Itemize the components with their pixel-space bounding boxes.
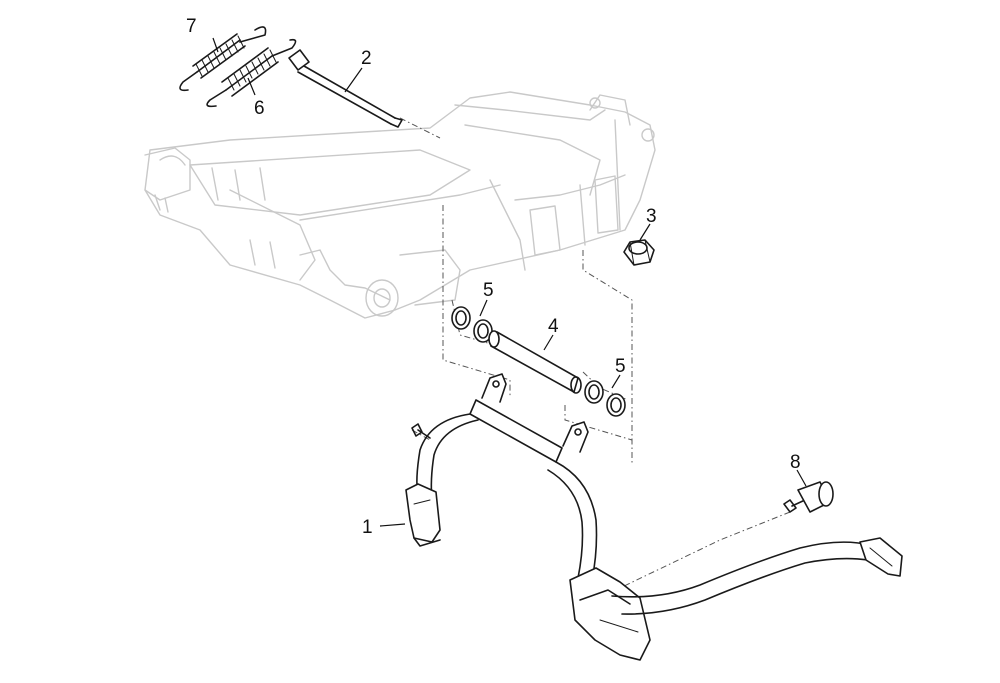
callout-4: 4 (548, 316, 559, 337)
callout-3: 3 (646, 206, 657, 227)
callout-5-left: 5 (483, 280, 494, 301)
callout-8: 8 (790, 452, 801, 473)
callout-2: 2 (361, 48, 372, 69)
callout-5-right: 5 (615, 356, 626, 377)
callout-1: 1 (362, 517, 373, 538)
callout-labels: 7 6 2 3 5 4 5 1 8 (186, 16, 801, 538)
washers-left (451, 306, 493, 343)
center-stand (405, 373, 903, 661)
engine-swingarm-frame (144, 91, 656, 319)
nut (623, 239, 655, 266)
washers-right (584, 380, 626, 417)
spring-upper (179, 26, 267, 92)
spacer-tube (488, 330, 582, 394)
callout-7: 7 (186, 16, 197, 37)
callout-6: 6 (254, 98, 265, 119)
long-bolt (288, 49, 403, 128)
leader-lines (212, 37, 807, 527)
spring-lower (206, 38, 297, 108)
rubber-stopper (783, 481, 834, 513)
